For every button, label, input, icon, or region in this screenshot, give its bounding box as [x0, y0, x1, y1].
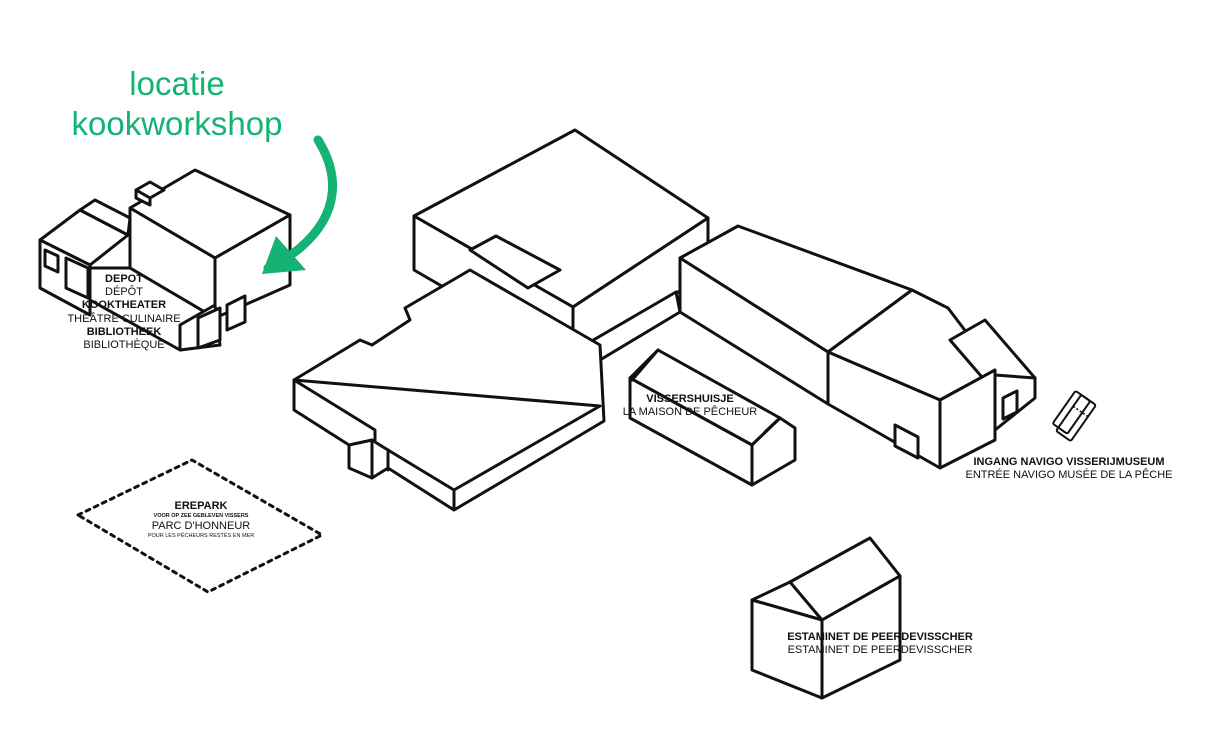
bibliotheek-label-nl: BIBLIOTHEEK — [86, 325, 162, 338]
erepark-label: EREPARK VOOR OP ZEE GEBLEVEN VISSERS PAR… — [148, 500, 254, 540]
estaminet-label-nl: ESTAMINET DE PEERDEVISSCHER — [787, 631, 973, 643]
ticket-icon — [1052, 390, 1097, 442]
depot-building[interactable] — [38, 168, 292, 352]
vissershuisje-building[interactable] — [628, 348, 797, 487]
erepark-label-nl: EREPARK — [174, 500, 228, 512]
erepark-sub-fr: POUR LES PÊCHEURS RESTÉS EN MER — [147, 532, 255, 539]
estaminet-label: ESTAMINET DE PEERDEVISSCHER ESTAMINET DE… — [787, 631, 973, 657]
kooktheater-label-fr: THÉÂTRE CULINAIRE — [67, 312, 181, 325]
depot-label: DEPOT DÉPÔT KOOKTHEATER THÉÂTRE CULINAIR… — [67, 273, 180, 352]
main-building[interactable] — [292, 128, 1037, 512]
workshop-callout: locatie kookworkshop — [57, 64, 297, 145]
ingang-label: INGANG NAVIGO VISSERIJMUSEUM ENTRÉE NAVI… — [965, 456, 1172, 482]
erepark-outline[interactable] — [76, 458, 324, 594]
bibliotheek-label-fr: BIBLIOTHÈQUE — [83, 338, 165, 351]
estaminet-label-fr: ESTAMINET DE PEERDEVISSCHER — [787, 644, 973, 657]
erepark-label-fr: PARC D'HONNEUR — [151, 519, 251, 532]
vissershuisje-label-nl: VISSERSHUISJE — [646, 393, 734, 405]
erepark-sub-nl: VOOR OP ZEE GEBLEVEN VISSERS — [153, 513, 249, 520]
depot-label-fr: DÉPÔT — [105, 286, 143, 299]
ingang-label-nl: INGANG NAVIGO VISSERIJMUSEUM — [973, 456, 1165, 468]
kooktheater-label-nl: KOOKTHEATER — [81, 299, 167, 312]
vissershuisje-label: VISSERSHUISJE LA MAISON DE PÊCHEUR — [623, 393, 757, 419]
callout-line-1: locatie — [129, 65, 225, 102]
estaminet-building[interactable] — [750, 536, 902, 700]
ingang-label-fr: ENTRÉE NAVIGO MUSÉE DE LA PÊCHE — [965, 469, 1173, 482]
vissershuisje-label-fr: LA MAISON DE PÊCHEUR — [622, 406, 758, 419]
depot-label-nl: DEPOT — [105, 273, 143, 285]
curved-arrow-icon — [262, 135, 337, 274]
callout-line-2: kookworkshop — [71, 105, 283, 143]
